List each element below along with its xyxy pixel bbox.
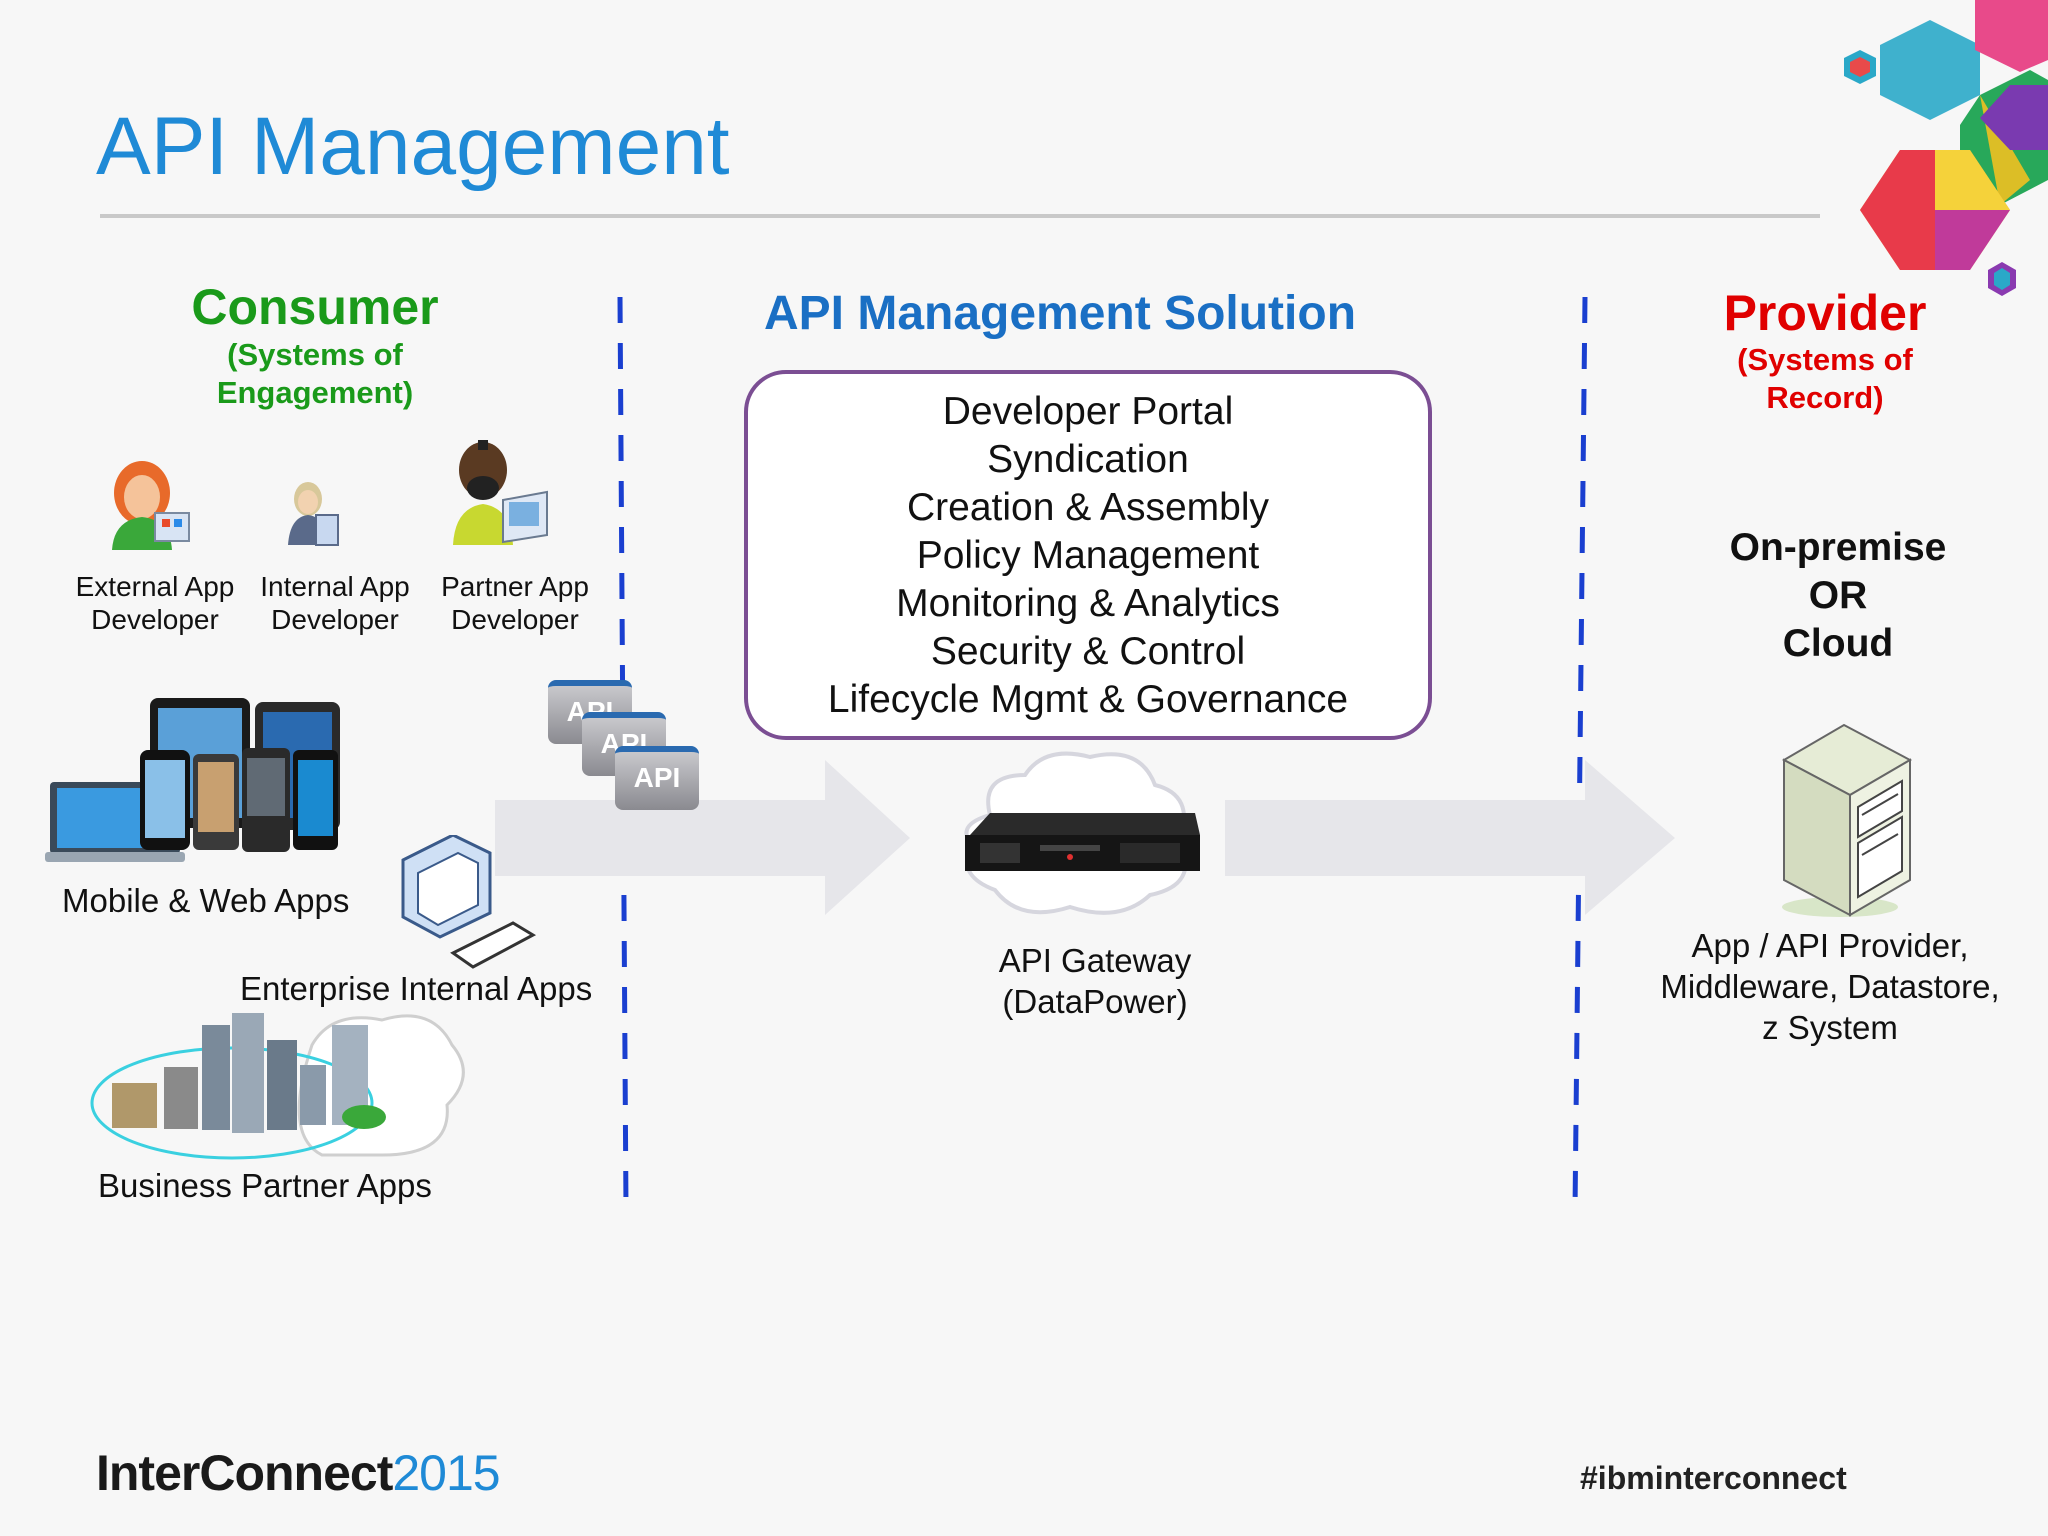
slide-title: API Management [96,101,730,192]
capability-item: Developer Portal [942,390,1234,433]
server-tower-icon [1781,723,1913,917]
provider-divider [1572,296,1588,1211]
capabilities-box [744,370,1432,740]
persona-label-external: External App Developer [75,571,235,635]
mobile-devices-icon [45,698,340,862]
title-rule [100,214,1820,218]
provider-subheading: (Systems of Record) [1737,342,1913,415]
deployment-options: On-premise OR Cloud [1729,526,1947,665]
solution-heading: API Management Solution [763,287,1357,340]
provider-heading: Provider [1723,285,1927,341]
consumer-divider [617,296,629,1211]
external-developer-icon [112,461,190,550]
capability-item: Creation & Assembly [907,486,1269,529]
desktop-computer-icon [401,835,537,969]
capabilities-list: Developer Portal Syndication Creation & … [744,388,1432,724]
persona-label-internal: Internal App Developer [260,571,410,635]
capability-item: Policy Management [916,534,1260,577]
hashtag: #ibminterconnect [1580,1460,1847,1496]
capability-item: Lifecycle Mgmt & Governance [827,678,1349,721]
enterprise-apps-label: Enterprise Internal Apps [240,970,593,1007]
provider-label: App / API Provider, Middleware, Datastor… [1660,927,2000,1046]
business-partner-apps-label: Business Partner Apps [98,1167,432,1204]
api-gateway-label: API Gateway (DataPower) [998,942,1192,1020]
gateway-to-provider-arrow [1225,760,1675,915]
capability-item: Monitoring & Analytics [896,582,1280,625]
business-partner-city-icon [90,1013,465,1160]
consumer-to-gateway-arrow [495,760,910,915]
mobile-web-apps-label: Mobile & Web Apps [62,882,350,919]
capability-item: Syndication [987,438,1189,481]
api-tag-icon: API [615,746,699,810]
hexagon-pattern-icon [1844,0,2048,296]
partner-developer-icon [453,440,548,545]
capability-item: Security & Control [930,630,1246,673]
consumer-heading: Consumer [191,279,439,335]
interconnect-logo: InterConnect2015 [96,1445,501,1501]
consumer-subheading: (Systems of Engagement) [216,337,414,410]
persona-label-partner: Partner App Developer [441,571,589,635]
internal-developer-icon [288,482,339,546]
api-gateway-appliance-icon [964,751,1200,915]
